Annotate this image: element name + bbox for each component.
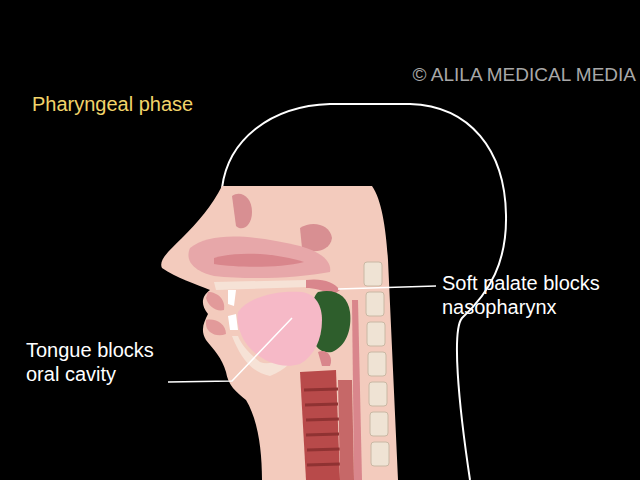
esophagus xyxy=(338,380,354,480)
hard-palate xyxy=(214,280,308,290)
epiglottis xyxy=(318,351,331,366)
teeth xyxy=(228,290,238,330)
phase-title: Pharyngeal phase xyxy=(32,92,193,116)
tongue xyxy=(237,292,322,366)
vertebrae xyxy=(364,262,389,466)
trachea-rings xyxy=(304,389,340,465)
leader-line xyxy=(338,286,436,289)
callout-label: Tongue blocks oral cavity xyxy=(26,338,186,386)
nasal-cavity xyxy=(188,237,330,279)
nasal-concha xyxy=(214,254,304,267)
pharynx-wall xyxy=(352,300,362,480)
sphenoid-sinus xyxy=(300,224,332,251)
lips xyxy=(206,292,226,335)
watermark: © ALILA MEDICAL MEDIA xyxy=(413,64,636,87)
leader-line xyxy=(168,318,292,382)
larynx-trachea xyxy=(300,370,340,480)
callout-label: Soft palate blocks nasopharynx xyxy=(442,271,632,319)
frontal-sinus xyxy=(232,194,252,229)
section-tissue xyxy=(161,186,398,480)
